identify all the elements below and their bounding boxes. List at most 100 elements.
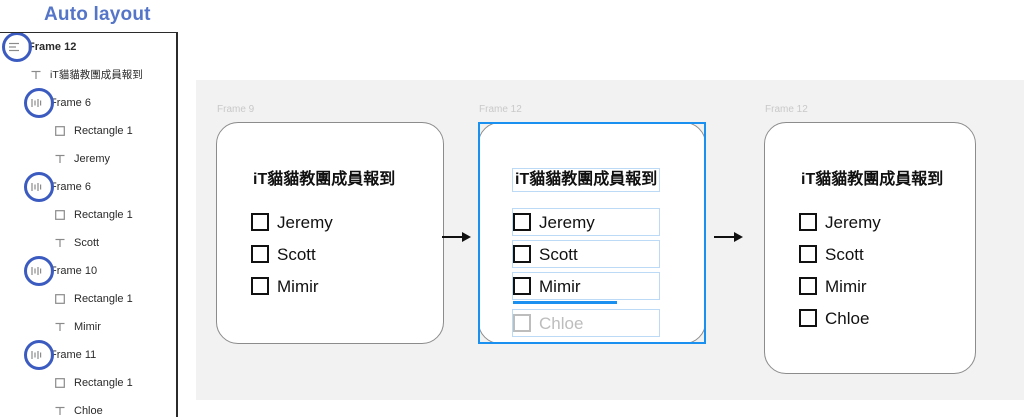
member-name: Chloe [539, 313, 584, 333]
checkbox-row[interactable]: Jeremy [799, 209, 945, 235]
member-name: Scott [539, 244, 578, 264]
arrow-frame1-to-frame2 [442, 232, 471, 242]
arrow-head [462, 232, 471, 242]
auto-layout-horizontal-icon [28, 95, 44, 111]
layer-label: Scott [74, 236, 100, 249]
layer-label: Frame 6 [50, 180, 91, 193]
layer-row[interactable]: iT貓貓教團成員報到 [0, 61, 176, 89]
checkbox-icon[interactable] [513, 245, 531, 263]
checkbox-icon[interactable] [251, 277, 269, 295]
auto-layout-horizontal-icon [28, 263, 44, 279]
frame-name-label[interactable]: Frame 12 [479, 104, 522, 115]
arrow-head [734, 232, 743, 242]
rectangle-icon [52, 291, 68, 307]
layer-label: iT貓貓教團成員報到 [50, 68, 143, 81]
layer-label: Frame 12 [28, 40, 77, 53]
layer-label: Rectangle 1 [74, 376, 133, 389]
checkbox-row[interactable]: Mimir [799, 273, 945, 299]
text-icon [52, 151, 68, 167]
frame-heading[interactable]: iT貓貓教團成員報到 [801, 171, 944, 188]
checkbox-icon[interactable] [513, 277, 531, 295]
member-name: Mimir [277, 276, 319, 296]
checkbox-icon[interactable] [799, 277, 817, 295]
layer-row[interactable]: Rectangle 1 [0, 369, 176, 397]
checkbox-row[interactable]: Scott [511, 240, 661, 268]
checkbox-icon[interactable] [251, 245, 269, 263]
member-name: Scott [277, 244, 316, 264]
auto-layout-horizontal-icon [28, 347, 44, 363]
layer-row[interactable]: Rectangle 1 [0, 117, 176, 145]
layer-list[interactable]: Frame 12 iT貓貓教團成員報到 Frame 6 Rectangle 1 Jere… [0, 33, 176, 417]
checkbox-row[interactable]: Chloe [799, 305, 945, 331]
rectangle-icon [52, 207, 68, 223]
layer-row[interactable]: Frame 10 [0, 256, 176, 286]
frame-name-label[interactable]: Frame 12 [765, 104, 808, 115]
layer-label: Chloe [74, 404, 103, 417]
text-icon [52, 235, 68, 251]
rectangle-icon [52, 123, 68, 139]
checkbox-icon[interactable] [799, 309, 817, 327]
layer-row[interactable]: Mimir [0, 313, 176, 341]
layer-row[interactable]: Frame 12 [0, 33, 176, 62]
checkbox-row[interactable]: Scott [251, 241, 397, 267]
layer-label: Rectangle 1 [74, 292, 133, 305]
auto-layout-horizontal-icon [28, 179, 44, 195]
layer-row[interactable]: Rectangle 1 [0, 201, 176, 229]
checkbox-icon[interactable] [799, 245, 817, 263]
layer-row[interactable]: Rectangle 1 [0, 285, 176, 313]
layer-row[interactable]: Frame 11 [0, 340, 176, 370]
page-title: Auto layout [44, 4, 151, 25]
member-name: Chloe [825, 308, 870, 328]
arrow-shaft [442, 235, 462, 239]
checkbox-row[interactable]: Scott [799, 241, 945, 267]
layer-label: Rectangle 1 [74, 208, 133, 221]
layer-row[interactable]: Chloe [0, 397, 176, 417]
checkbox-icon[interactable] [513, 314, 531, 332]
layer-row[interactable]: Scott [0, 229, 176, 257]
rectangle-icon [52, 375, 68, 391]
layer-label: Frame 11 [50, 348, 97, 361]
auto-layout-vertical-icon [6, 39, 22, 55]
checkbox-icon[interactable] [251, 213, 269, 231]
layers-panel[interactable]: Frame 12 iT貓貓教團成員報到 Frame 6 Rectangle 1 Jere… [0, 32, 178, 417]
layer-label: Frame 10 [50, 264, 98, 277]
member-name: Jeremy [539, 212, 595, 232]
checkbox-row[interactable]: Jeremy [511, 208, 661, 236]
member-name: Jeremy [277, 212, 333, 232]
text-icon [52, 319, 68, 335]
layer-row[interactable]: Jeremy [0, 145, 176, 173]
checkbox-row[interactable]: Chloe [511, 309, 661, 337]
frame-name-label[interactable]: Frame 9 [217, 104, 255, 115]
member-name: Jeremy [825, 212, 881, 232]
layer-label: Frame 6 [50, 96, 91, 109]
arrow-shaft [714, 235, 734, 239]
member-name: Mimir [825, 276, 867, 296]
member-name: Scott [825, 244, 864, 264]
checkbox-row[interactable]: Mimir [251, 273, 397, 299]
checkbox-icon[interactable] [799, 213, 817, 231]
checkbox-icon[interactable] [513, 213, 531, 231]
layer-label: Rectangle 1 [74, 124, 133, 137]
checkbox-row[interactable]: Jeremy [251, 209, 397, 235]
text-icon [28, 67, 44, 83]
checkbox-row[interactable]: Mimir [511, 272, 661, 300]
frame-heading[interactable]: iT貓貓教團成員報到 [253, 171, 396, 188]
layer-row[interactable]: Frame 6 [0, 88, 176, 118]
layer-row[interactable]: Frame 6 [0, 172, 176, 202]
drop-insertion-indicator [513, 301, 617, 304]
member-name: Mimir [539, 276, 581, 296]
layer-label: Mimir [74, 320, 101, 333]
text-icon [52, 403, 68, 417]
layer-label: Jeremy [74, 152, 111, 165]
frame-heading[interactable]: iT貓貓教團成員報到 [511, 168, 661, 192]
